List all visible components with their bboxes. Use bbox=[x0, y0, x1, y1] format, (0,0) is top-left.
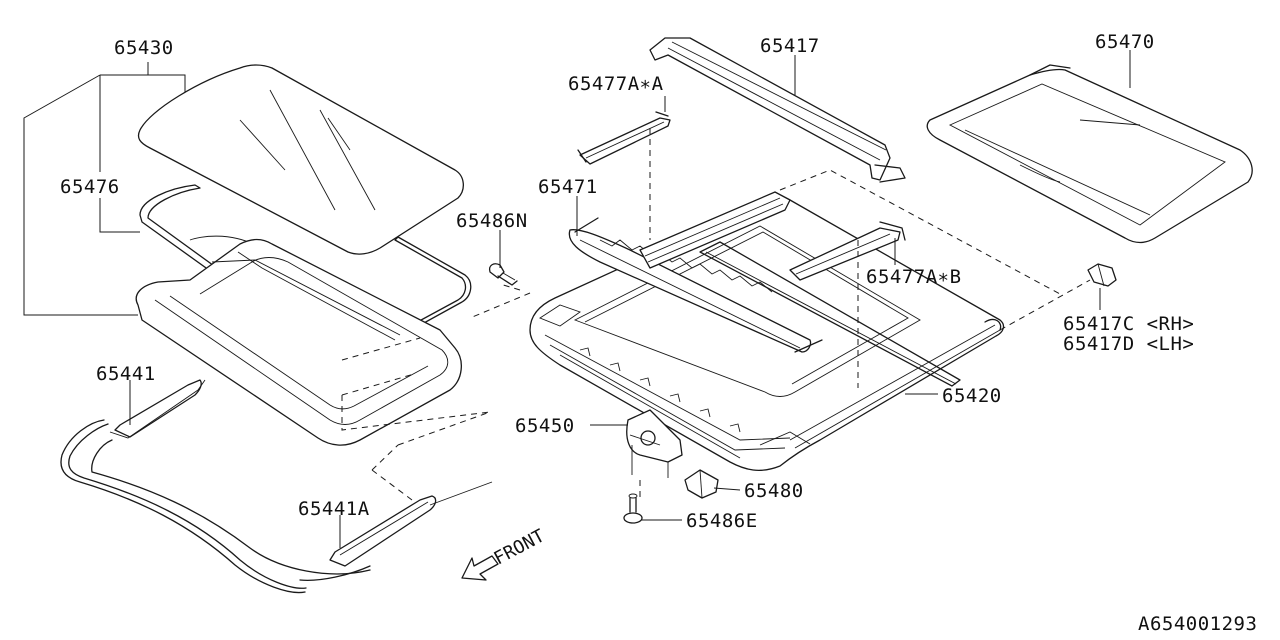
callout-65477a-b: 65477A∗B bbox=[866, 266, 962, 288]
drain-hose[interactable] bbox=[60, 379, 371, 594]
deflector-link-b[interactable] bbox=[789, 221, 906, 281]
clip-n[interactable] bbox=[488, 263, 518, 286]
leaders-right bbox=[129, 50, 1131, 548]
callout-65476: 65476 bbox=[60, 176, 120, 198]
callout-65417c: 65417C <RH> bbox=[1063, 313, 1194, 335]
callout-65477a-a: 65477A∗A bbox=[568, 73, 664, 95]
deflector-link-a[interactable] bbox=[577, 111, 671, 165]
drawing-id: A654001293 bbox=[1138, 613, 1257, 635]
dashed-links bbox=[341, 283, 531, 501]
callout-65420: 65420 bbox=[942, 385, 1002, 407]
side-rail[interactable] bbox=[568, 217, 823, 353]
callout-65417: 65417 bbox=[760, 35, 820, 57]
callout-65486e: 65486E bbox=[686, 510, 758, 532]
callout-65480: 65480 bbox=[744, 480, 804, 502]
callout-65417d: 65417D <LH> bbox=[1063, 333, 1194, 355]
front-arrow-icon bbox=[461, 555, 499, 581]
callout-65441a: 65441A bbox=[298, 498, 370, 520]
callout-65430: 65430 bbox=[114, 37, 174, 59]
callout-65486n: 65486N bbox=[456, 210, 528, 232]
seal-frame[interactable] bbox=[135, 238, 462, 446]
front-rail[interactable] bbox=[649, 37, 906, 183]
dashed-links-right bbox=[639, 128, 1091, 498]
callout-65441: 65441 bbox=[96, 363, 156, 385]
sunroof-motor[interactable] bbox=[626, 409, 683, 478]
leader-65430 bbox=[23, 62, 186, 316]
glass-panel[interactable] bbox=[137, 64, 464, 255]
bolt-e[interactable] bbox=[623, 493, 643, 524]
callout-65450: 65450 bbox=[515, 415, 575, 437]
drain-hose-a[interactable] bbox=[299, 481, 493, 581]
guide-rail-front[interactable] bbox=[639, 191, 791, 269]
callout-65471: 65471 bbox=[538, 176, 598, 198]
callout-65470: 65470 bbox=[1095, 31, 1155, 53]
front-label: FRONT bbox=[490, 525, 548, 569]
sunshade[interactable] bbox=[926, 64, 1253, 244]
rail-bracket[interactable] bbox=[1087, 263, 1117, 287]
relay[interactable] bbox=[684, 469, 719, 499]
